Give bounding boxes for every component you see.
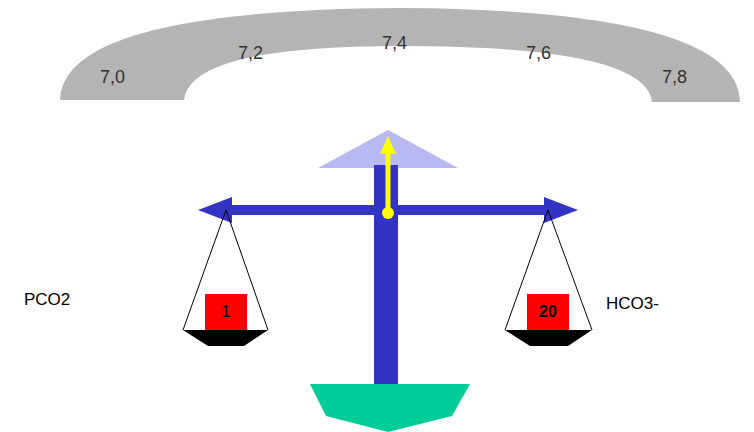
needle-head xyxy=(380,136,396,154)
ph-value: 7,0 xyxy=(100,68,125,88)
weight-value: 1 xyxy=(222,303,231,321)
balance-foot xyxy=(310,384,470,432)
weight-box: 1 xyxy=(205,294,247,330)
ph-value: 7,2 xyxy=(238,44,263,64)
ph-value: 7,4 xyxy=(382,34,407,54)
needle xyxy=(386,150,391,212)
needle-pivot xyxy=(382,207,394,219)
scale-pan xyxy=(183,330,268,346)
scale-side-label: HCO3- xyxy=(606,294,659,314)
weight-value: 20 xyxy=(539,303,557,321)
beam-arrowhead xyxy=(544,197,578,223)
band-outline xyxy=(60,4,742,104)
ph-value: 7,8 xyxy=(662,68,687,88)
pan-strings xyxy=(505,210,592,330)
beam-arrowhead xyxy=(198,197,232,223)
scale-side-label: PCO2 xyxy=(24,290,70,310)
scale-pan xyxy=(505,330,592,346)
weight-box: 20 xyxy=(527,294,569,330)
pan-strings xyxy=(183,210,268,330)
ph-scale-band: 7,0 7,2 7,4 7,6 7,8 xyxy=(60,4,742,104)
ph-value: 7,6 xyxy=(526,44,551,64)
